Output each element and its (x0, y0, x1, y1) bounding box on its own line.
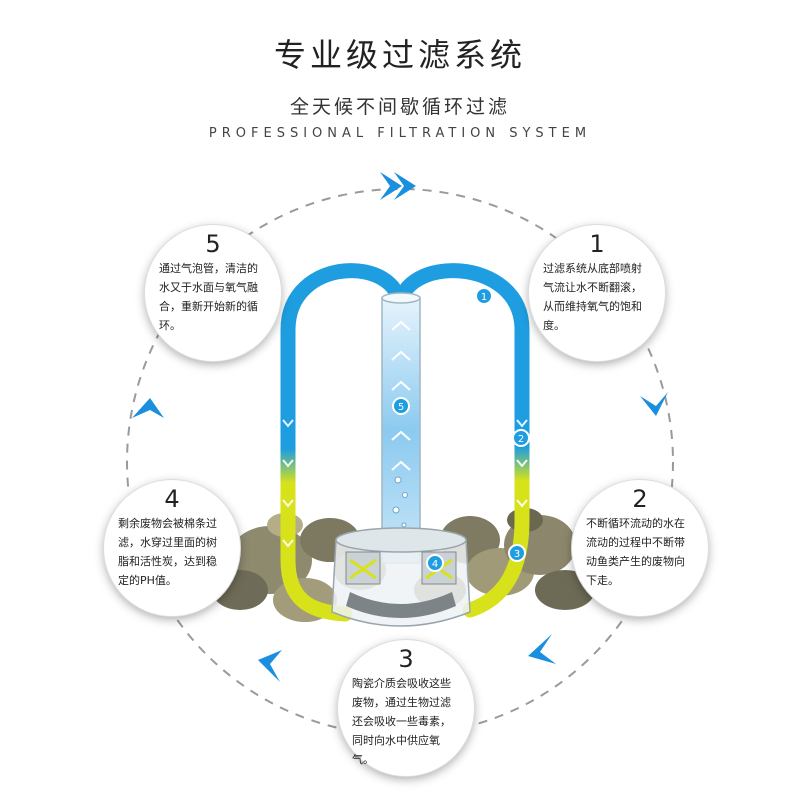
cycle-arrow-right (640, 392, 668, 416)
pipe-chevrons (282, 419, 528, 548)
tube-chevrons (391, 320, 411, 471)
marker-1-label: 1 (481, 292, 487, 303)
step-4-text: 剩余废物会被棉条过滤，水穿过里面的树脂和活性炭，达到稳定的PH值。 (118, 517, 217, 587)
step-2-text: 不断循环流动的水在流动的过程中不断带动鱼类产生的废物向下走。 (586, 517, 685, 587)
step-5: 5 通过气泡管，清洁的水又于水面与氧气融合，重新开始新的循环。 (145, 225, 281, 361)
pipe-right (392, 263, 530, 618)
step-5-text: 通过气泡管，清洁的水又于水面与氧气融合，重新开始新的循环。 (159, 262, 258, 332)
air-tube (381, 297, 421, 564)
marker-5: 5 (392, 397, 410, 415)
step-4: 4 剩余废物会被棉条过滤，水穿过里面的树脂和活性炭，达到稳定的PH值。 (104, 480, 240, 616)
marker-2: 2 (512, 429, 530, 447)
step-3: 3 陶瓷介质会吸收这些废物，通过生物过滤还会吸收一些毒素，同时向水中供应氧气。 (338, 640, 474, 776)
cycle-arrow-left (132, 398, 164, 418)
step-4-number: 4 (164, 485, 180, 513)
step-2-number: 2 (632, 485, 648, 513)
step-3-text: 陶瓷介质会吸收这些废物，通过生物过滤还会吸收一些毒素，同时向水中供应氧气。 (352, 677, 451, 766)
page-subtitle-en: PROFESSIONAL FILTRATION SYSTEM (208, 126, 592, 141)
filter-housing (331, 527, 471, 627)
cycle-arrow-bottom-left (258, 650, 282, 682)
step-1: 1 过滤系统从底部喷射气流让水不断翻滚，从而维持氧气的饱和度。 (529, 225, 665, 361)
step-1-text: 过滤系统从底部喷射气流让水不断翻滚，从而维持氧气的饱和度。 (543, 262, 642, 332)
step-5-number: 5 (205, 230, 221, 258)
cycle-arrow-top (380, 172, 402, 200)
step-2: 2 不断循环流动的水在流动的过程中不断带动鱼类产生的废物向下走。 (572, 480, 708, 616)
pipe-left (280, 263, 408, 622)
marker-4-label: 4 (432, 559, 438, 570)
page-title: 专业级过滤系统 (273, 36, 526, 74)
cycle-arrow-bottom-right (528, 634, 556, 664)
step-3-number: 3 (398, 645, 414, 673)
marker-2-label: 2 (518, 434, 524, 445)
page-subtitle: 全天候不间歇循环过滤 (289, 96, 510, 118)
marker-3: 3 (508, 544, 526, 562)
marker-3-label: 3 (514, 549, 520, 560)
marker-4: 4 (426, 554, 444, 572)
marker-1: 1 (475, 287, 493, 305)
marker-5-label: 5 (398, 402, 404, 413)
cycle-arrow-top-b (394, 172, 416, 200)
step-1-number: 1 (589, 230, 605, 258)
